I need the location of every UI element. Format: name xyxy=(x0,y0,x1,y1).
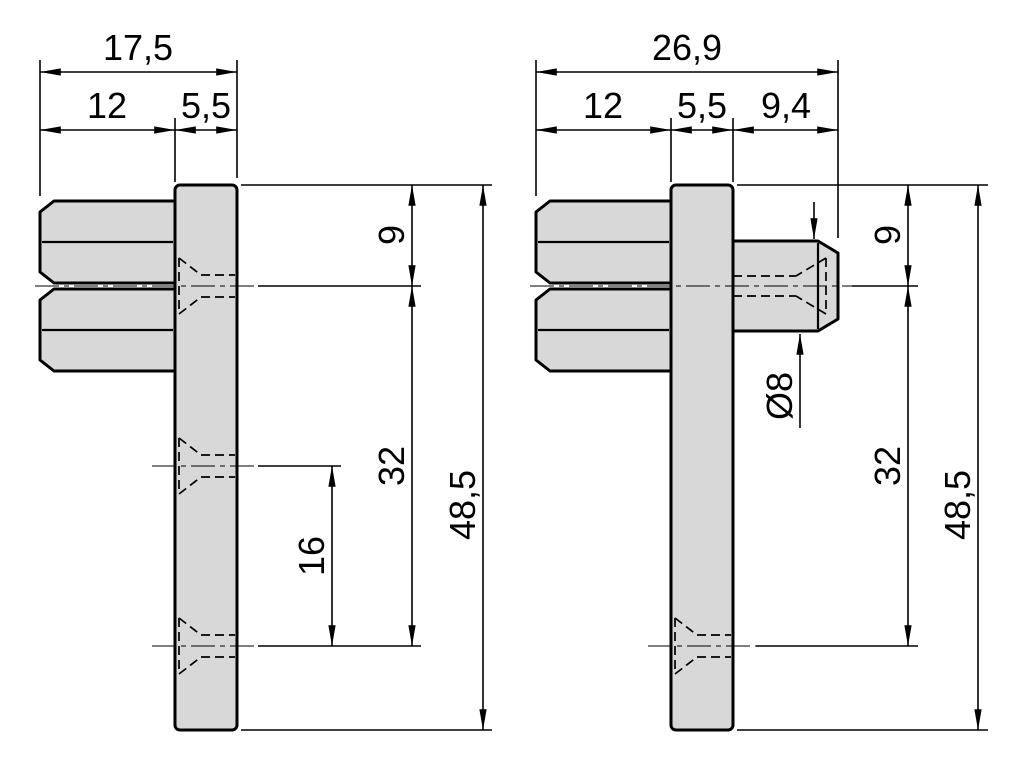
dim-label-top-hole: 9 xyxy=(371,225,412,245)
dim-label-lower-span: 16 xyxy=(291,536,332,576)
left-dimensions: 17,5 12 5,5 9 32 16 48,5 xyxy=(40,27,487,730)
dim-label-hole-span: 32 xyxy=(371,446,412,486)
dim-label-total-width: 17,5 xyxy=(103,27,173,68)
hidden-line xyxy=(795,295,827,315)
hidden-line xyxy=(674,656,698,675)
dim-label-plate-thickness: 5,5 xyxy=(181,85,231,126)
dim-label-boss-diameter: Ø8 xyxy=(759,372,800,420)
dim-label-boss-length: 9,4 xyxy=(761,85,811,126)
hidden-line xyxy=(178,617,202,636)
part-plate xyxy=(173,183,239,732)
left-extension-lines xyxy=(39,60,492,731)
hidden-line xyxy=(178,437,202,456)
hidden-line xyxy=(178,656,202,675)
dim-label-prong-length: 12 xyxy=(583,85,623,126)
right-part xyxy=(534,183,840,732)
dim-label-hole-span: 32 xyxy=(867,446,908,486)
dim-label-total-width: 26,9 xyxy=(652,27,722,68)
boss-diameter-dimension: Ø8 xyxy=(759,202,818,428)
dim-label-total-height: 48,5 xyxy=(937,470,978,540)
part-plate xyxy=(669,183,735,732)
hidden-hole-bottom xyxy=(674,617,731,675)
hidden-line xyxy=(178,476,202,495)
hidden-line xyxy=(674,617,698,636)
hidden-hole-bottom xyxy=(178,617,235,675)
hidden-hole-middle xyxy=(178,437,235,495)
right-view: 26,9 12 5,5 9,4 9 32 48,5 Ø8 xyxy=(530,27,988,732)
hidden-line xyxy=(178,257,202,276)
dim-label-top-hole: 9 xyxy=(867,225,908,245)
hidden-hole-top xyxy=(178,257,235,315)
left-view: 17,5 12 5,5 9 32 16 48,5 xyxy=(35,27,492,732)
left-part xyxy=(38,183,239,732)
hidden-line xyxy=(795,257,827,277)
dim-label-prong-length: 12 xyxy=(87,85,127,126)
hidden-hole-boss xyxy=(733,257,827,315)
dim-label-plate-thickness: 5,5 xyxy=(677,85,727,126)
hidden-line xyxy=(178,296,202,315)
dim-label-total-height: 48,5 xyxy=(442,470,483,540)
right-dimensions: 26,9 12 5,5 9,4 9 32 48,5 Ø8 xyxy=(536,27,982,730)
